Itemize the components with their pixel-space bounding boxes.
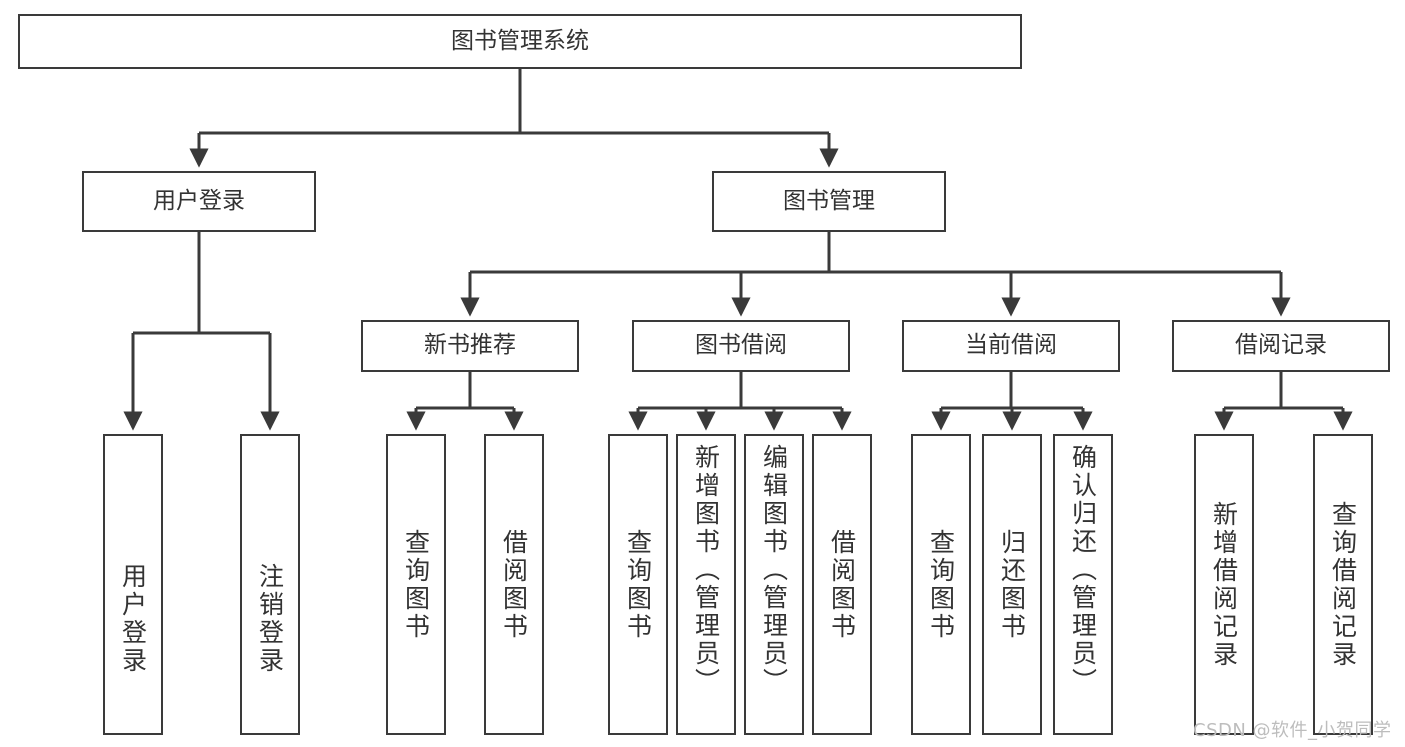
node-leaf-return-book-label: 归还图书 (997, 528, 1027, 641)
node-leaf-add-book-admin-label: 新增图书（管理员） (691, 444, 721, 696)
node-leaf-edit-book-admin-label: 编辑图书（管理员） (759, 444, 789, 696)
node-leaf-logout[interactable]: 注销登录 (240, 434, 300, 735)
node-leaf-logout-label: 注销登录 (255, 563, 285, 675)
node-leaf-confirm-return-admin[interactable]: 确认归还（管理员） (1053, 434, 1113, 735)
node-book-manage-label: 图书管理 (783, 187, 875, 214)
node-leaf-return-book[interactable]: 归还图书 (982, 434, 1042, 735)
node-user-login[interactable]: 用户登录 (82, 171, 316, 232)
node-leaf-query-book-rec[interactable]: 查询图书 (386, 434, 446, 735)
node-leaf-borrow-book-rec[interactable]: 借阅图书 (484, 434, 544, 735)
node-leaf-query-book-rec-label: 查询图书 (401, 528, 431, 641)
node-leaf-add-borrow-record-label: 新增借阅记录 (1209, 500, 1239, 669)
node-borrow-record-label: 借阅记录 (1235, 332, 1327, 359)
node-leaf-add-borrow-record[interactable]: 新增借阅记录 (1194, 434, 1254, 735)
node-book-manage[interactable]: 图书管理 (712, 171, 946, 232)
node-leaf-query-book-current[interactable]: 查询图书 (911, 434, 971, 735)
node-root[interactable]: 图书管理系统 (18, 14, 1022, 69)
node-leaf-query-borrow-record-label: 查询借阅记录 (1328, 500, 1358, 669)
node-leaf-borrow-book[interactable]: 借阅图书 (812, 434, 872, 735)
node-book-borrow[interactable]: 图书借阅 (632, 320, 850, 372)
node-current-borrow[interactable]: 当前借阅 (902, 320, 1120, 372)
node-leaf-query-borrow-record[interactable]: 查询借阅记录 (1313, 434, 1373, 735)
node-leaf-query-book-current-label: 查询图书 (926, 528, 956, 641)
node-leaf-edit-book-admin[interactable]: 编辑图书（管理员） (744, 434, 804, 735)
node-new-book-rec[interactable]: 新书推荐 (361, 320, 579, 372)
node-current-borrow-label: 当前借阅 (965, 332, 1057, 359)
node-book-borrow-label: 图书借阅 (695, 332, 787, 359)
node-leaf-user-login[interactable]: 用户登录 (103, 434, 163, 735)
node-leaf-query-book-borrow[interactable]: 查询图书 (608, 434, 668, 735)
node-borrow-record[interactable]: 借阅记录 (1172, 320, 1390, 372)
node-new-book-rec-label: 新书推荐 (424, 332, 516, 359)
node-user-login-label: 用户登录 (153, 187, 245, 214)
node-leaf-borrow-book-rec-label: 借阅图书 (499, 528, 529, 641)
node-leaf-query-book-borrow-label: 查询图书 (623, 528, 653, 641)
node-leaf-confirm-return-admin-label: 确认归还（管理员） (1068, 444, 1098, 696)
node-leaf-borrow-book-label: 借阅图书 (827, 528, 857, 641)
node-root-label: 图书管理系统 (451, 27, 589, 54)
node-leaf-add-book-admin[interactable]: 新增图书（管理员） (676, 434, 736, 735)
csdn-watermark: CSDN @软件_小贺同学 (1193, 720, 1392, 741)
node-leaf-user-login-label: 用户登录 (118, 563, 148, 675)
